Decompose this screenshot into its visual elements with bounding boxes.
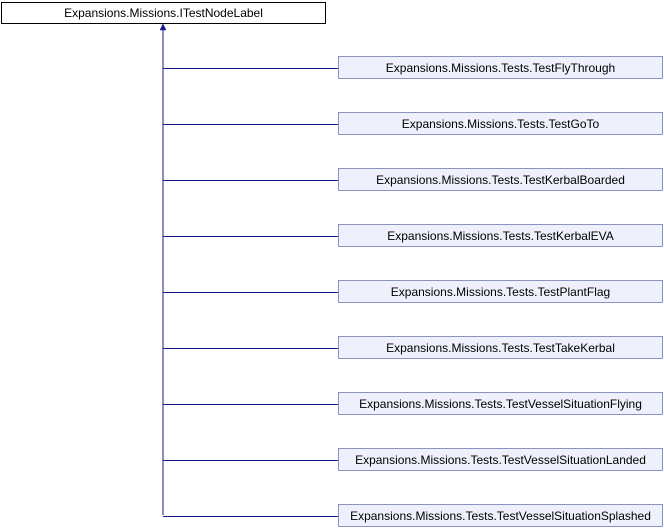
- child-node-test-fly-through[interactable]: Expansions.Missions.Tests.TestFlyThrough: [338, 56, 663, 79]
- child-node-test-take-kerbal[interactable]: Expansions.Missions.Tests.TestTakeKerbal: [338, 336, 663, 359]
- child-node-label: Expansions.Missions.Tests.TestPlantFlag: [390, 284, 611, 299]
- child-node-label: Expansions.Missions.Tests.TestKerbalBoar…: [376, 172, 625, 187]
- child-node-label: Expansions.Missions.Tests.TestTakeKerbal: [386, 340, 615, 355]
- child-node-label: Expansions.Missions.Tests.TestFlyThrough: [385, 60, 616, 75]
- child-node-label: Expansions.Missions.Tests.TestGoTo: [401, 116, 600, 131]
- root-node-label: Expansions.Missions.ITestNodeLabel: [64, 6, 263, 20]
- child-node-test-plant-flag[interactable]: Expansions.Missions.Tests.TestPlantFlag: [338, 280, 663, 303]
- child-node-label: Expansions.Missions.Tests.TestKerbalEVA: [387, 228, 614, 243]
- child-node-test-vessel-situation-splashed[interactable]: Expansions.Missions.Tests.TestVesselSitu…: [338, 504, 663, 527]
- child-node-test-go-to[interactable]: Expansions.Missions.Tests.TestGoTo: [338, 112, 663, 135]
- child-node-label: Expansions.Missions.Tests.TestVesselSitu…: [350, 508, 651, 523]
- child-node-test-vessel-situation-flying[interactable]: Expansions.Missions.Tests.TestVesselSitu…: [338, 392, 663, 415]
- branch-lines: [163, 68, 338, 517]
- inheritance-arrowhead-icon: [159, 23, 167, 31]
- child-node-test-kerbal-boarded[interactable]: Expansions.Missions.Tests.TestKerbalBoar…: [338, 168, 663, 191]
- root-node[interactable]: Expansions.Missions.ITestNodeLabel: [1, 2, 326, 24]
- child-node-label: Expansions.Missions.Tests.TestVesselSitu…: [355, 452, 646, 467]
- child-node-label: Expansions.Missions.Tests.TestVesselSitu…: [359, 396, 642, 411]
- child-node-test-kerbal-eva[interactable]: Expansions.Missions.Tests.TestKerbalEVA: [338, 224, 663, 247]
- child-node-test-vessel-situation-landed[interactable]: Expansions.Missions.Tests.TestVesselSitu…: [338, 448, 663, 471]
